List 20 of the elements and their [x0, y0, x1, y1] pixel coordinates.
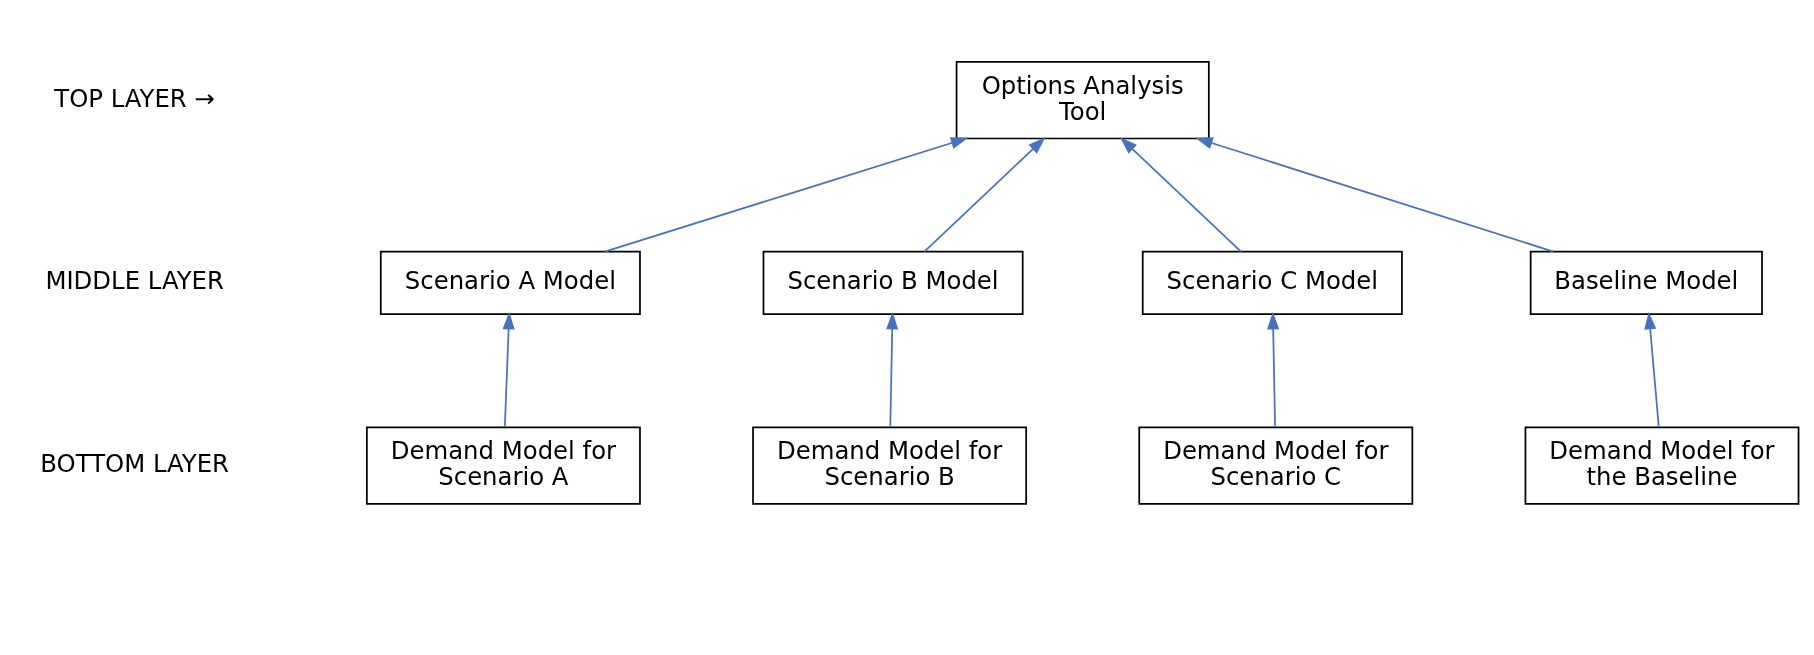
node-box: Baseline Model [1529, 250, 1763, 316]
arrow [604, 137, 969, 253]
arrow [1120, 137, 1242, 253]
label: BOTTOM LAYER [40, 448, 229, 478]
arrow [1267, 311, 1280, 428]
node-box: Demand Model for Scenario B [752, 426, 1028, 505]
arrow [1195, 137, 1555, 253]
node-box: Scenario A Model [379, 250, 641, 316]
node-box: Scenario B Model [762, 250, 1024, 316]
arrow [502, 311, 515, 428]
node-box: Demand Model for Scenario C [1138, 426, 1414, 505]
arrow [886, 311, 899, 428]
node-box: Scenario C Model [1141, 250, 1403, 316]
label: MIDDLE LAYER [45, 266, 224, 296]
node-box: Demand Model for Scenario A [366, 426, 641, 505]
node-box: Options Analysis Tool [955, 61, 1210, 140]
arrow [1644, 311, 1660, 428]
arrow [923, 137, 1046, 253]
label: TOP LAYER → [54, 83, 215, 113]
node-box: Demand Model for the Baseline [1524, 426, 1800, 505]
